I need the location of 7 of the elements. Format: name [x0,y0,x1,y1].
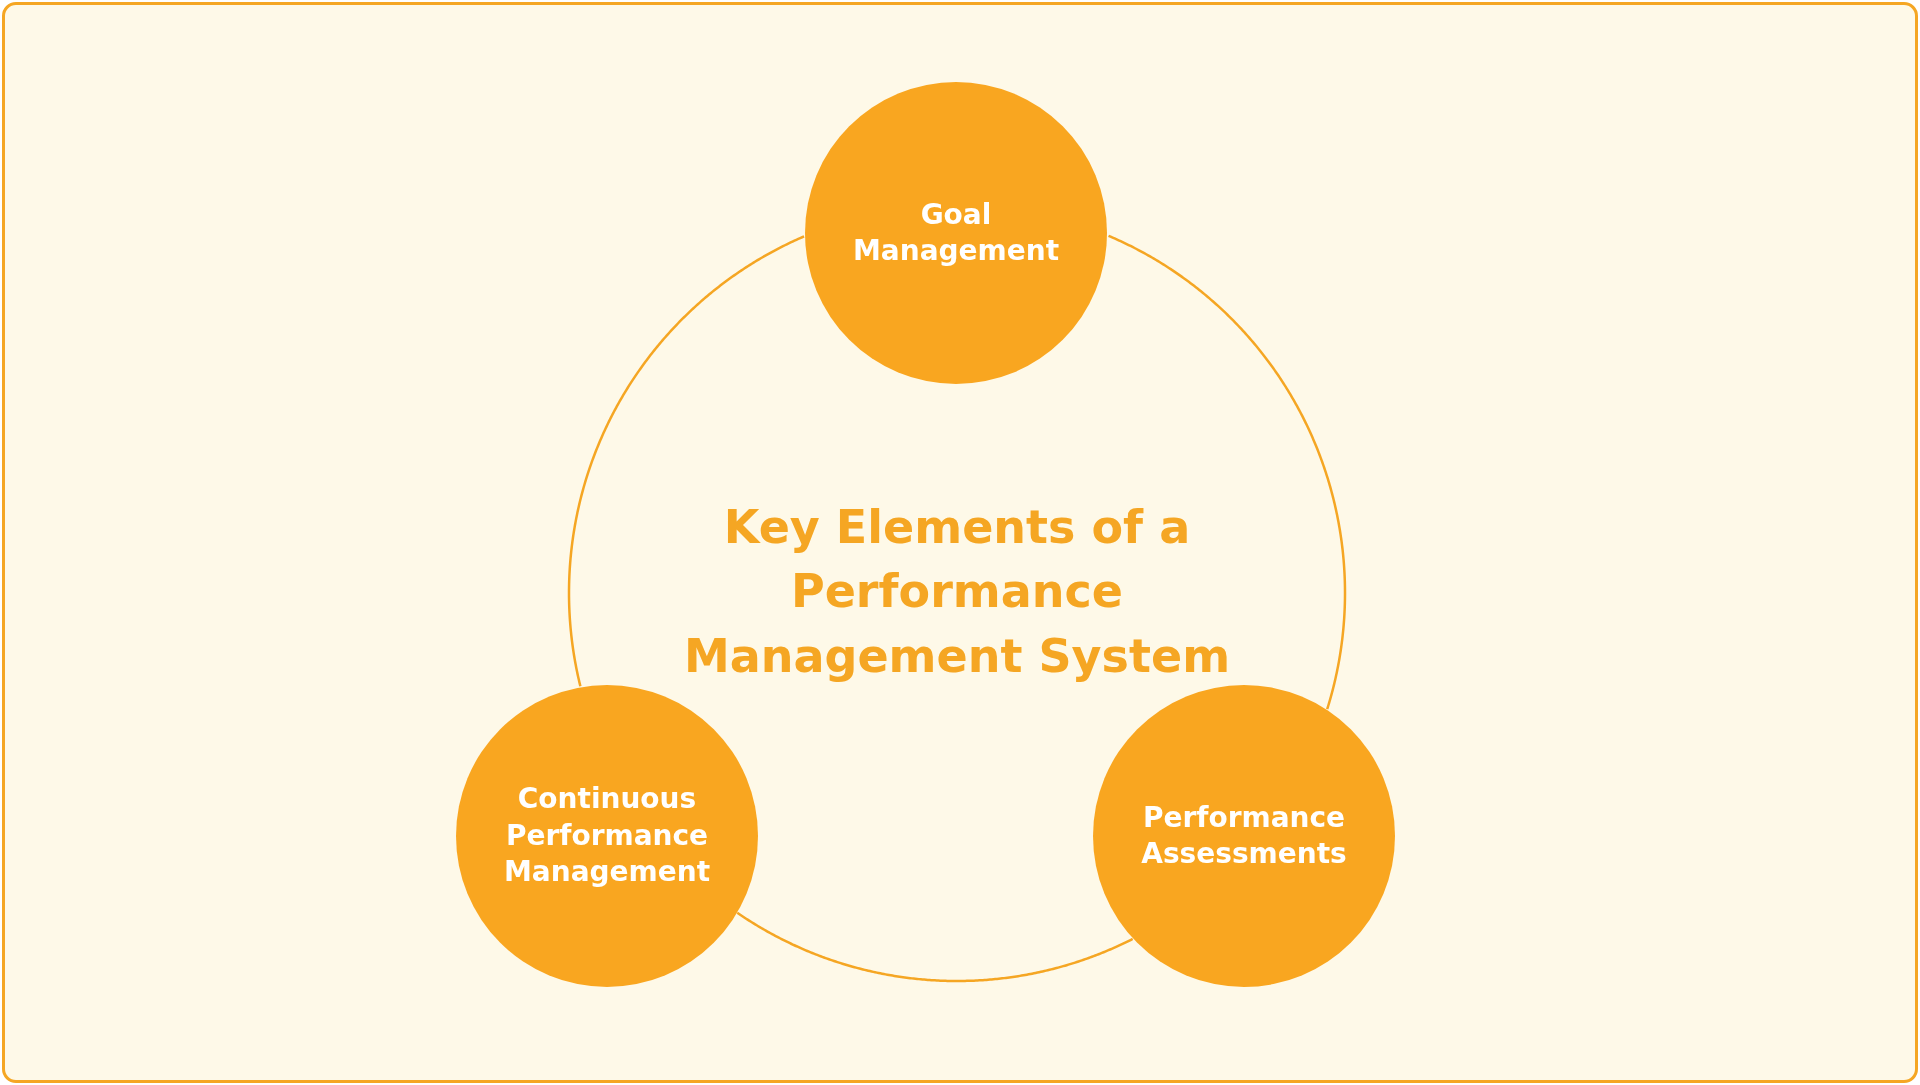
diagram-title: Key Elements of a Performance Management System [682,499,1232,685]
ring-arc-connector [1108,234,1347,710]
ring-arc-connector [567,235,805,687]
element-label: Continuous Performance Management [502,781,712,891]
element-label: Goal Management [851,196,1061,269]
element-label: Performance Assessments [1140,799,1348,872]
ring-arc-connector [736,911,1134,983]
